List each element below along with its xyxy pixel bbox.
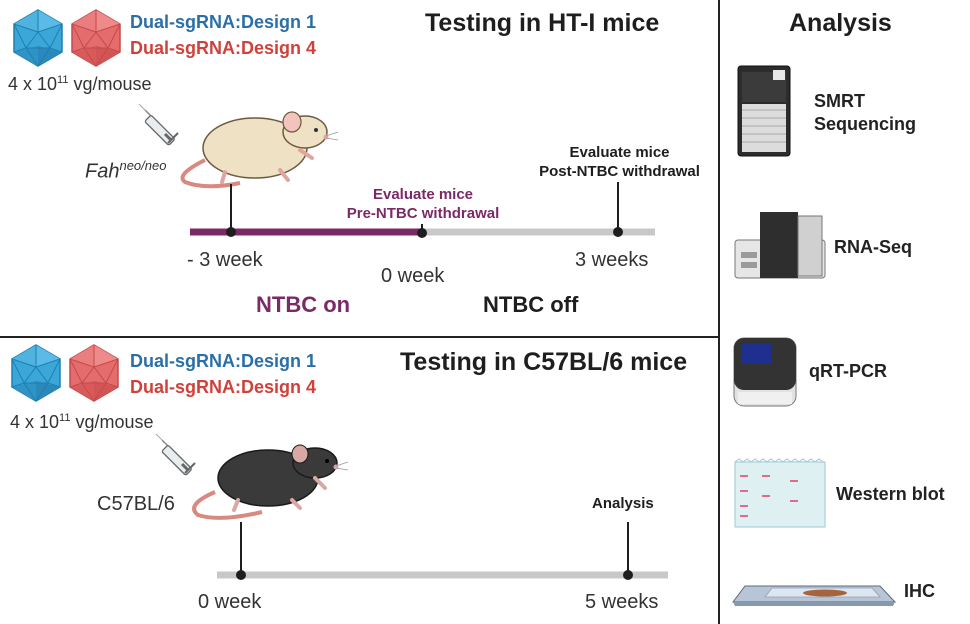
vertical-divider xyxy=(718,0,720,624)
phase-on-label: NTBC on xyxy=(256,292,351,317)
tick-label: 0 week xyxy=(381,265,445,287)
horizontal-divider xyxy=(0,336,718,338)
strain-label: C57BL/6 xyxy=(97,493,175,515)
strain-label: Fahneo/neo xyxy=(85,158,167,183)
syringe-icon xyxy=(154,432,197,477)
phase-off-label: NTBC off xyxy=(483,292,579,317)
top-panel-title: Testing in HT-I mice xyxy=(425,9,660,37)
syringe-icon xyxy=(137,102,180,147)
tick-label: 3 weeks xyxy=(575,249,649,271)
rna-seq-machine-icon xyxy=(734,212,826,279)
aav-red-icon xyxy=(71,9,121,67)
aav-blue-icon xyxy=(13,9,63,67)
eval-post-label: Evaluate mice Post-NTBC withdrawal xyxy=(539,144,700,180)
mouse-light-icon xyxy=(180,111,339,189)
tick-label: 0 week xyxy=(198,591,262,613)
western-blot-icon xyxy=(734,458,826,528)
analysis-method-label: Western blot xyxy=(836,484,945,504)
design-4-label: Dual-sgRNA:Design 4 xyxy=(130,38,317,58)
dose-label: 4 x 1011 vg/mouse xyxy=(8,74,152,94)
design-4-label: Dual-sgRNA:Design 4 xyxy=(130,377,317,397)
microscope-slide-icon xyxy=(732,585,897,606)
analysis-event-label: Analysis xyxy=(592,495,654,512)
aav-red-icon xyxy=(69,344,119,402)
analysis-title: Analysis xyxy=(789,9,892,37)
design-1-label: Dual-sgRNA:Design 1 xyxy=(130,12,317,32)
eval-pre-label: Evaluate mice Pre-NTBC withdrawal xyxy=(346,186,500,222)
design-1-label: Dual-sgRNA:Design 1 xyxy=(130,351,317,371)
aav-blue-icon xyxy=(11,344,61,402)
sequencer-icon xyxy=(737,65,791,157)
dose-label: 4 x 1011 vg/mouse xyxy=(10,412,154,432)
qpcr-machine-icon xyxy=(733,337,797,407)
analysis-method-label: qRT-PCR xyxy=(809,361,887,381)
analysis-method-label: RNA-Seq xyxy=(834,237,913,257)
tick-label: - 3 week xyxy=(187,249,263,271)
mouse-dark-icon xyxy=(192,444,349,520)
bottom-panel-title: Testing in C57BL/6 mice xyxy=(400,348,688,376)
analysis-method-label: SMRT Sequencing xyxy=(814,91,917,134)
analysis-method-label: IHC xyxy=(904,581,935,601)
tick-label: 5 weeks xyxy=(585,591,659,613)
